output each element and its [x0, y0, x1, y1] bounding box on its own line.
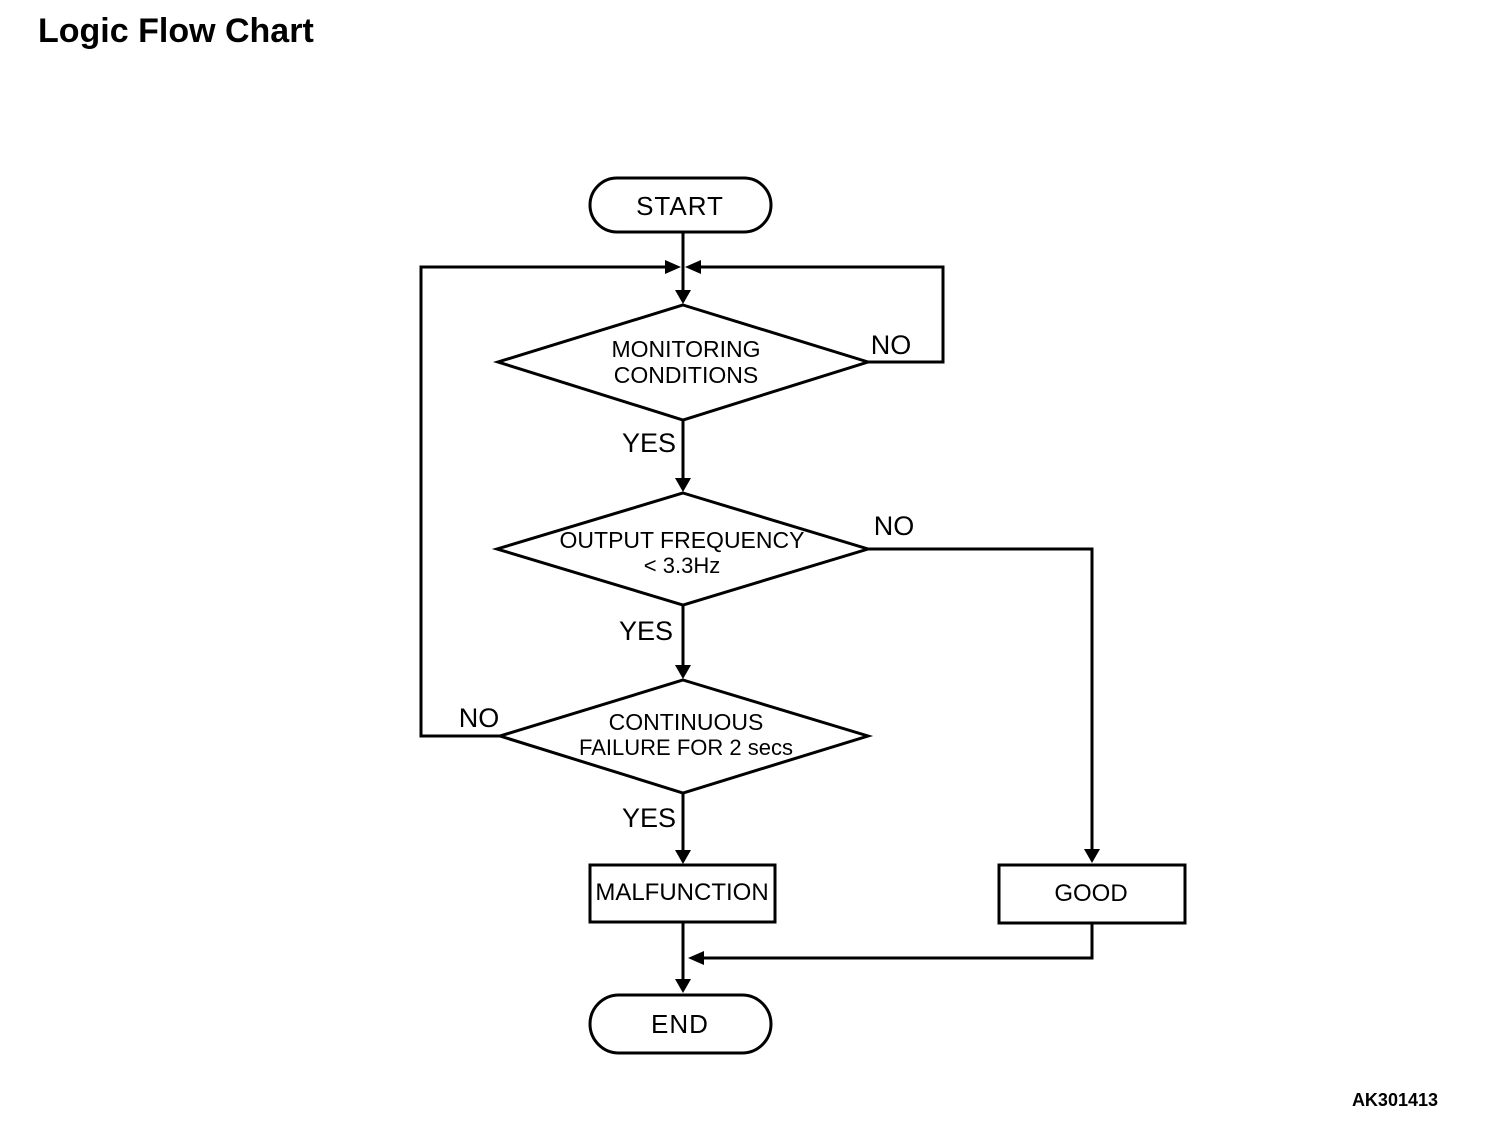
page-title: Logic Flow Chart: [38, 12, 314, 50]
monitoring-yes-label: YES: [621, 428, 677, 458]
failure-no-label: NO: [458, 703, 500, 733]
arrowhead-good-junction: [688, 951, 704, 965]
monitoring-decision-node: [492, 303, 874, 422]
frequency-yes-label: YES: [618, 616, 674, 646]
malfunction-label: MALFUNCTION: [595, 879, 769, 906]
edge-monitoring-no-loop: [699, 265, 945, 364]
arrowhead-junction-from-right: [685, 260, 701, 274]
frequency-label-line1: OUTPUT FREQUENCY: [559, 527, 805, 553]
failure-yes-label: YES: [621, 803, 677, 833]
monitoring-label: MONITORING CONDITIONS: [611, 336, 760, 388]
arrowhead-into-good: [1084, 849, 1100, 863]
start-label: START: [636, 191, 724, 221]
start-node: [588, 176, 773, 234]
monitoring-label-line2: CONDITIONS: [613, 362, 759, 388]
monitoring-no-label: NO: [870, 330, 912, 360]
failure-decision-node: [494, 678, 874, 795]
frequency-no-label: NO: [873, 511, 915, 541]
arrowhead-into-end: [675, 979, 691, 993]
failure-label-line1: CONTINUOUS: [608, 709, 764, 735]
monitoring-label-line1: MONITORING: [611, 336, 761, 362]
arrowhead-into-monitoring: [675, 290, 691, 304]
failure-label-line2: FAILURE FOR 2 secs: [579, 735, 793, 760]
good-node: [997, 863, 1187, 925]
arrowhead-into-malfunction: [675, 850, 691, 864]
arrowhead-junction-from-left: [665, 260, 681, 274]
edge-frequency-no: [868, 547, 1094, 849]
frequency-label: OUTPUT FREQUENCY < 3.3Hz: [560, 527, 805, 579]
arrowhead-into-failure: [675, 665, 691, 679]
good-label: GOOD: [1054, 880, 1128, 907]
malfunction-node: [588, 863, 777, 924]
figure-code: AK301413: [1351, 1090, 1438, 1110]
edge-failure-no-loop: [419, 265, 667, 738]
end-node: [588, 993, 773, 1055]
frequency-label-line2: < 3.3Hz: [643, 553, 721, 578]
arrowhead-into-frequency: [675, 478, 691, 492]
end-label: END: [651, 1009, 709, 1039]
frequency-decision-node: [491, 491, 874, 607]
edge-good-to-end: [702, 923, 1094, 960]
failure-label: CONTINUOUS FAILURE FOR 2 secs: [579, 709, 793, 761]
